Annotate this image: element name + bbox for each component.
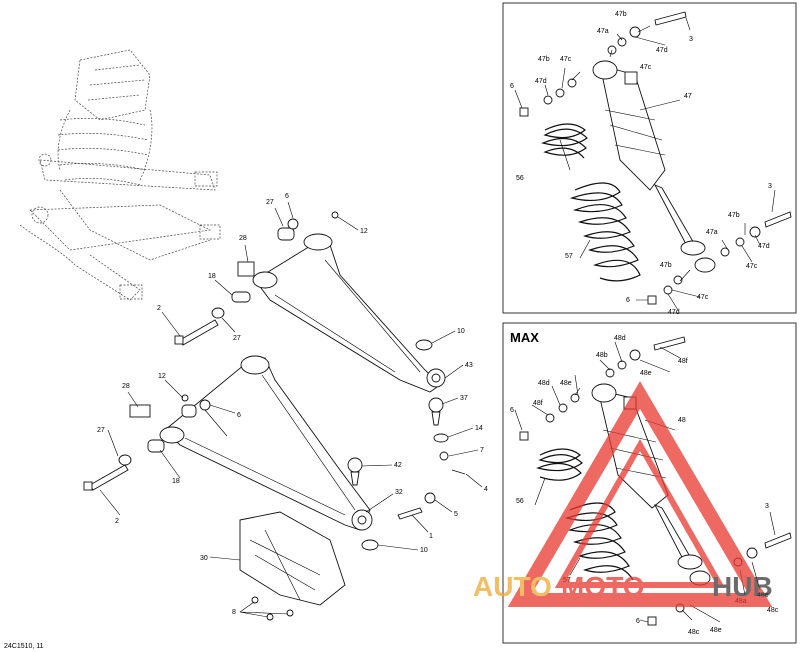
callout-28-upper: 28	[239, 235, 247, 242]
std-callout-3-bottom: 3	[768, 183, 772, 190]
callout-18-upper: 18	[208, 273, 216, 280]
std-callout-47d-top: 47d	[656, 47, 668, 54]
upper-a-arm	[252, 233, 446, 393]
std-callout-47: 47	[684, 93, 692, 100]
callout-6-upper: 6	[285, 193, 289, 200]
std-callout-47d-left: 47d	[535, 78, 547, 85]
max-callout-48c-right: 48c	[767, 607, 779, 614]
callout-10-lower: 10	[420, 547, 428, 554]
callout-8: 8	[232, 609, 236, 616]
callout-28-lower: 28	[122, 383, 130, 390]
callout-4: 4	[484, 486, 488, 493]
max-callout-57: 57	[563, 577, 571, 584]
standard-shock-assembly: 47b 47a 3 47d 47b 47c 47c 6 47d 47 56 57…	[510, 11, 792, 316]
std-callout-47a-bottom: 47a	[706, 229, 718, 236]
max-callout-48f-top: 48f	[678, 358, 688, 365]
max-callout-48f-left: 48f	[533, 400, 543, 407]
callout-37: 37	[460, 395, 468, 402]
max-callout-48e-left: 48e	[560, 380, 572, 387]
std-callout-6-bottom: 6	[626, 297, 630, 304]
std-callout-47b-top: 47b	[615, 11, 627, 18]
max-shock-panel	[502, 322, 797, 644]
std-callout-47d-bottom: 47d	[668, 309, 680, 316]
std-callout-56: 56	[516, 175, 524, 182]
max-callout-48e-bottom: 48e	[710, 627, 722, 634]
callouts-left: 2 2 18 18 27 27 27 28 28 6 6 12 12 10 10…	[97, 193, 488, 616]
watermark-word-auto: AUTO	[473, 571, 552, 602]
std-callout-3-top: 3	[689, 36, 693, 43]
callout-18-lower: 18	[172, 478, 180, 485]
std-callout-47c-left: 47c	[560, 56, 572, 63]
std-callout-47b-right: 47b	[728, 212, 740, 219]
callout-27-left: 27	[97, 427, 105, 434]
callout-30: 30	[200, 555, 208, 562]
std-callout-47d-right: 47d	[758, 243, 770, 250]
lower-a-arm	[159, 355, 373, 531]
max-callout-48c-bottom: 48c	[688, 629, 700, 636]
std-callout-57: 57	[565, 253, 573, 260]
std-callout-47b-left: 47b	[538, 56, 550, 63]
standard-shock-panel	[502, 2, 797, 314]
max-callout-56: 56	[516, 498, 524, 505]
callout-14: 14	[475, 425, 483, 432]
max-callout-48d-left: 48d	[538, 380, 550, 387]
callout-12-upper: 12	[360, 228, 368, 235]
footer-code: 24C1510, 11	[4, 643, 44, 650]
watermark-word-hub: HUB	[712, 571, 773, 602]
callout-2-upper: 2	[157, 305, 161, 312]
std-callout-47c-bottom: 47c	[697, 294, 709, 301]
max-callout-48b: 48b	[596, 352, 608, 359]
max-callout-6-top: 6	[510, 407, 514, 414]
max-callout-48: 48	[678, 417, 686, 424]
callout-2-lower: 2	[115, 518, 119, 525]
watermark: AUTO MOTO HUB	[473, 381, 773, 607]
max-panel-title: MAX	[510, 330, 539, 345]
callout-12-lower: 12	[158, 373, 166, 380]
callout-43: 43	[465, 362, 473, 369]
hardware-left	[83, 211, 466, 551]
callout-1: 1	[429, 533, 433, 540]
max-callout-6-bottom: 6	[636, 618, 640, 625]
callout-42: 42	[394, 462, 402, 469]
std-callout-6-top: 6	[510, 83, 514, 90]
max-callout-3: 3	[765, 503, 769, 510]
std-callout-47b-bottom: 47b	[660, 262, 672, 269]
callout-10-upper: 10	[457, 328, 465, 335]
callout-32: 32	[395, 489, 403, 496]
callout-6-lower: 6	[237, 412, 241, 419]
skid-plate	[239, 511, 346, 621]
leader-lines-left	[99, 201, 483, 618]
callout-27-top: 27	[266, 199, 274, 206]
ghost-assembly	[19, 49, 221, 301]
callout-7: 7	[480, 447, 484, 454]
std-callout-47c-top: 47c	[640, 64, 652, 71]
max-callout-48e-top: 48e	[640, 370, 652, 377]
callout-27-mid: 27	[233, 335, 241, 342]
max-callout-48d-top: 48d	[614, 335, 626, 342]
callout-5: 5	[454, 511, 458, 518]
std-callout-47c-right: 47c	[746, 263, 758, 270]
watermark-word-moto: MOTO	[561, 571, 644, 602]
std-callout-47a-top: 47a	[597, 28, 609, 35]
